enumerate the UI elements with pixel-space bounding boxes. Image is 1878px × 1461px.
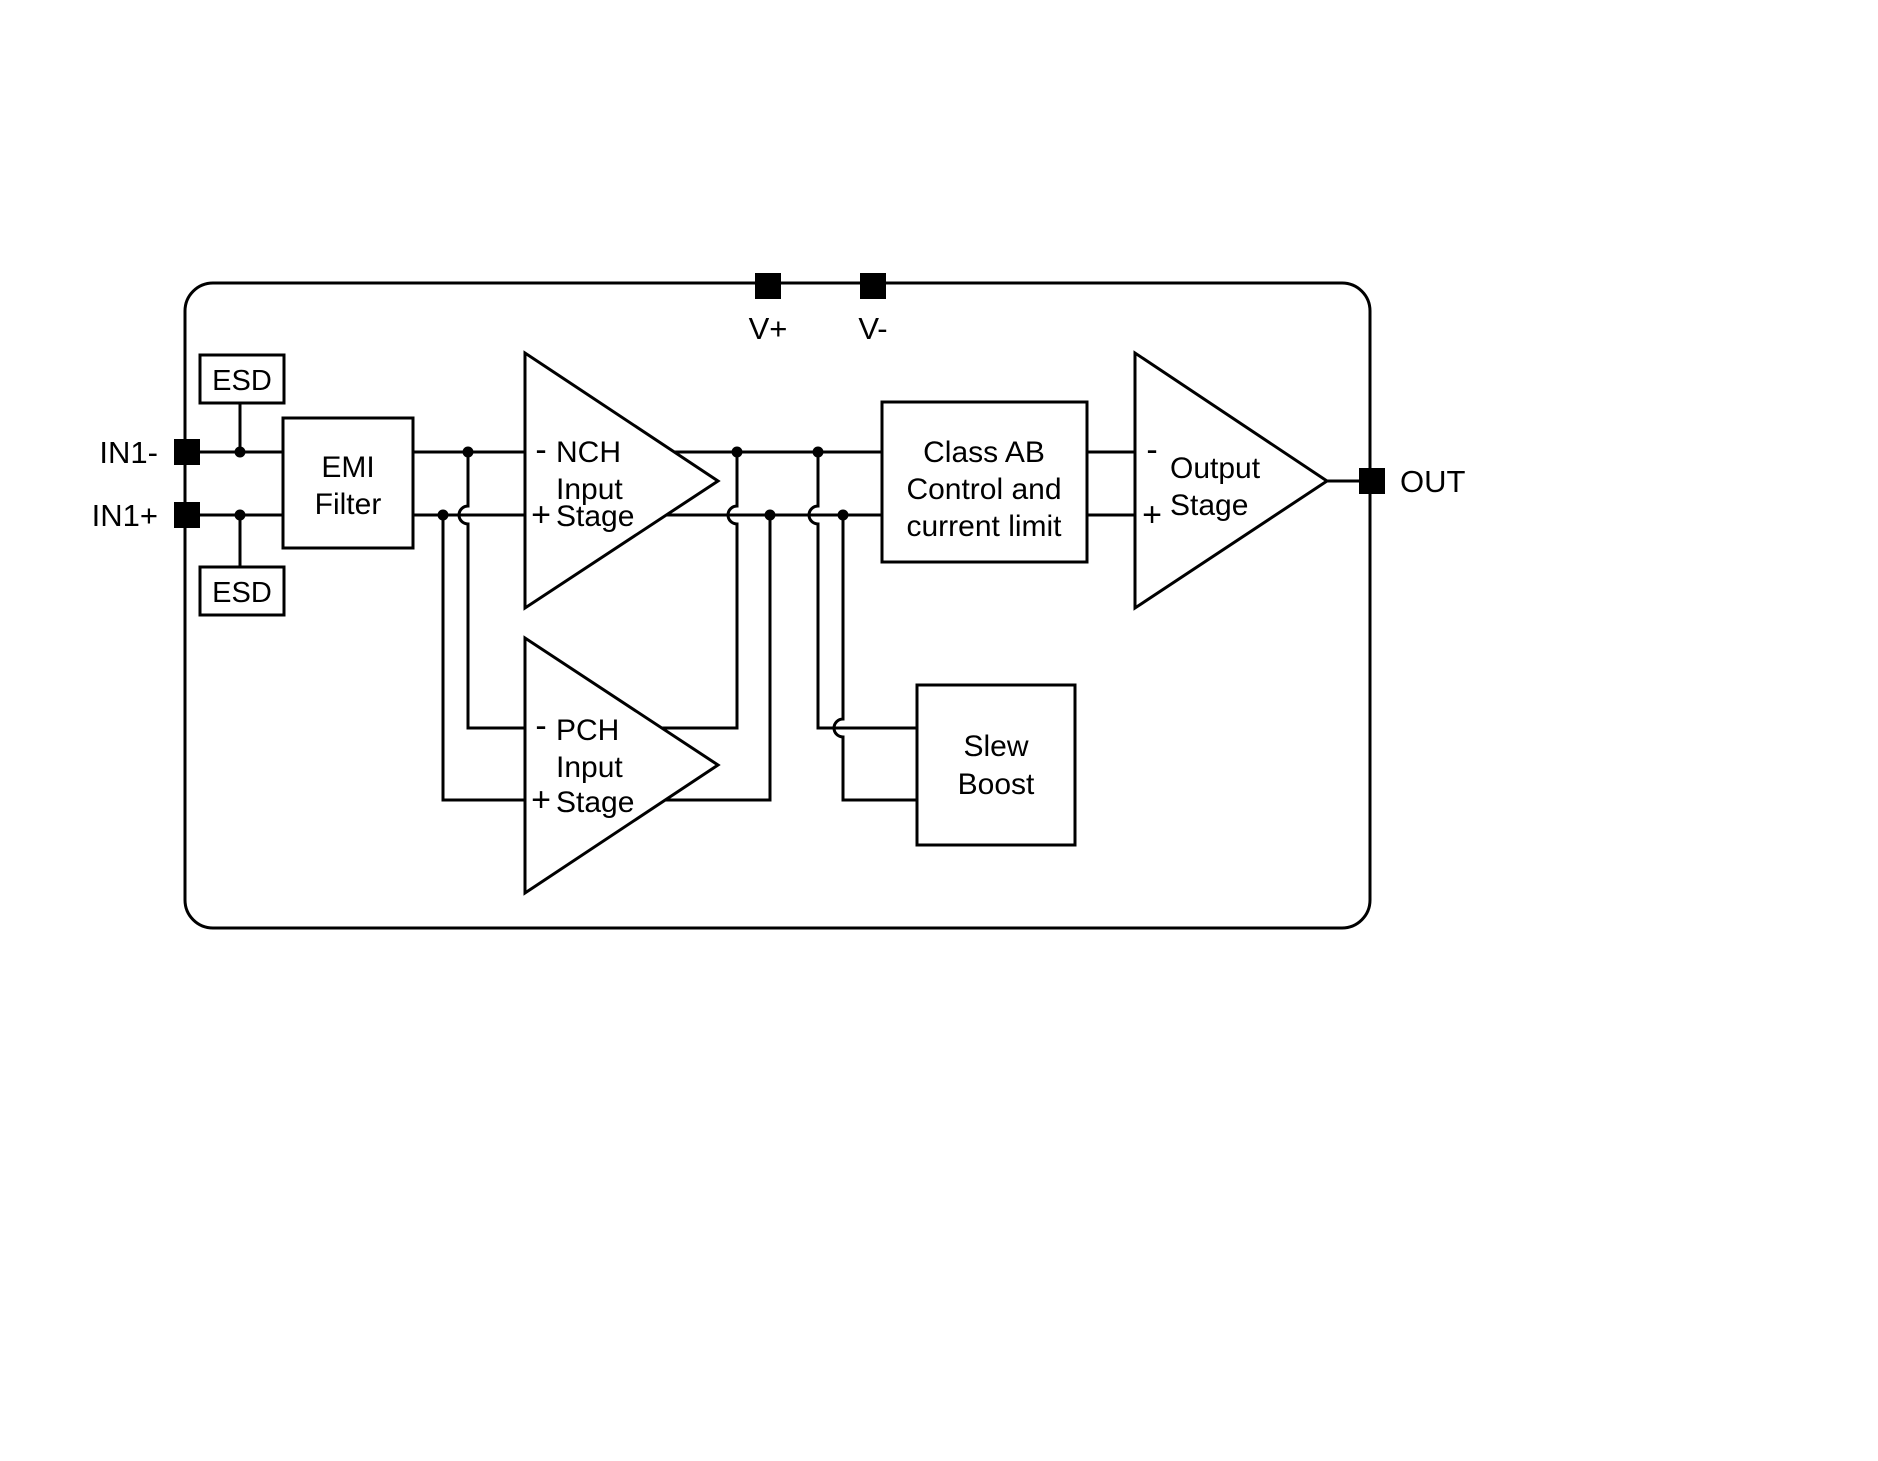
pin-in1-plus (174, 502, 200, 528)
pch-minus-sign: - (535, 707, 546, 745)
pin-label-out: OUT (1400, 464, 1466, 499)
wire-tap-to-slew-bottom (832, 515, 917, 802)
pin-label-in1-plus: IN1+ (92, 498, 158, 533)
output-stage-label-line2: Stage (1170, 489, 1248, 522)
pch-input-stage-triangle (523, 635, 721, 896)
pin-in1-minus (174, 439, 200, 465)
pch-label-line3: Stage (556, 786, 634, 819)
class-ab-label-line1: Class AB (923, 436, 1045, 469)
pin-label-v-plus: V+ (749, 311, 788, 346)
wire-pch-out-top-join (662, 452, 739, 730)
nch-label-line2: Input (556, 473, 623, 506)
esd-bottom-block (198, 565, 286, 617)
pch-label-line2: Input (556, 751, 623, 784)
junction-esd-top (234, 446, 246, 458)
esd-bottom-label: ESD (212, 577, 272, 609)
pin-label-v-minus: V- (858, 311, 887, 346)
esd-top-block (198, 353, 286, 405)
pin-v-minus (860, 273, 886, 299)
nch-minus-sign: - (535, 431, 546, 469)
junction-nch-minus-tap (462, 446, 474, 458)
junction-slew-bottom-tap (837, 509, 849, 521)
emi-filter-label-line1: EMI (321, 451, 374, 484)
pch-plus-sign: + (531, 781, 551, 819)
junction-dots (234, 446, 849, 521)
junction-esd-bottom (234, 509, 246, 521)
wire-tap-to-slew-top (807, 452, 917, 730)
slew-boost-label-line1: Slew (963, 730, 1028, 763)
class-ab-label-line2: Control and (906, 473, 1061, 506)
nch-label-line1: NCH (556, 436, 621, 469)
class-ab-label-line3: current limit (906, 510, 1062, 543)
emi-filter-label-line2: Filter (315, 488, 382, 521)
junction-slew-top-tap (812, 446, 824, 458)
class-ab-block (880, 400, 1089, 564)
wire-pch-out-bottom-join (665, 515, 772, 802)
output-minus-sign: - (1146, 431, 1157, 469)
slew-boost-label-line2: Boost (958, 768, 1035, 801)
wire-tap-to-pch-minus (457, 452, 525, 730)
pin-label-in1-minus: IN1- (99, 435, 158, 470)
nch-input-stage-triangle (523, 350, 721, 611)
esd-top-label: ESD (212, 365, 272, 397)
nch-label-line3: Stage (556, 500, 634, 533)
output-plus-sign: + (1142, 496, 1162, 534)
chip-boundary (183, 281, 1372, 930)
pin-v-plus (755, 273, 781, 299)
wires (190, 403, 1362, 802)
pin-out (1359, 468, 1385, 494)
emi-filter-block (281, 416, 415, 550)
wire-tap-to-pch-plus (441, 515, 525, 802)
junction-pch-out-bottom (764, 509, 776, 521)
slew-boost-block (915, 683, 1077, 847)
junction-pch-out-top (731, 446, 743, 458)
output-stage-triangle (1133, 350, 1330, 611)
output-stage-label-line1: Output (1170, 452, 1261, 485)
junction-nch-plus-tap (437, 509, 449, 521)
nch-plus-sign: + (531, 496, 551, 534)
pch-label-line1: PCH (556, 714, 619, 747)
